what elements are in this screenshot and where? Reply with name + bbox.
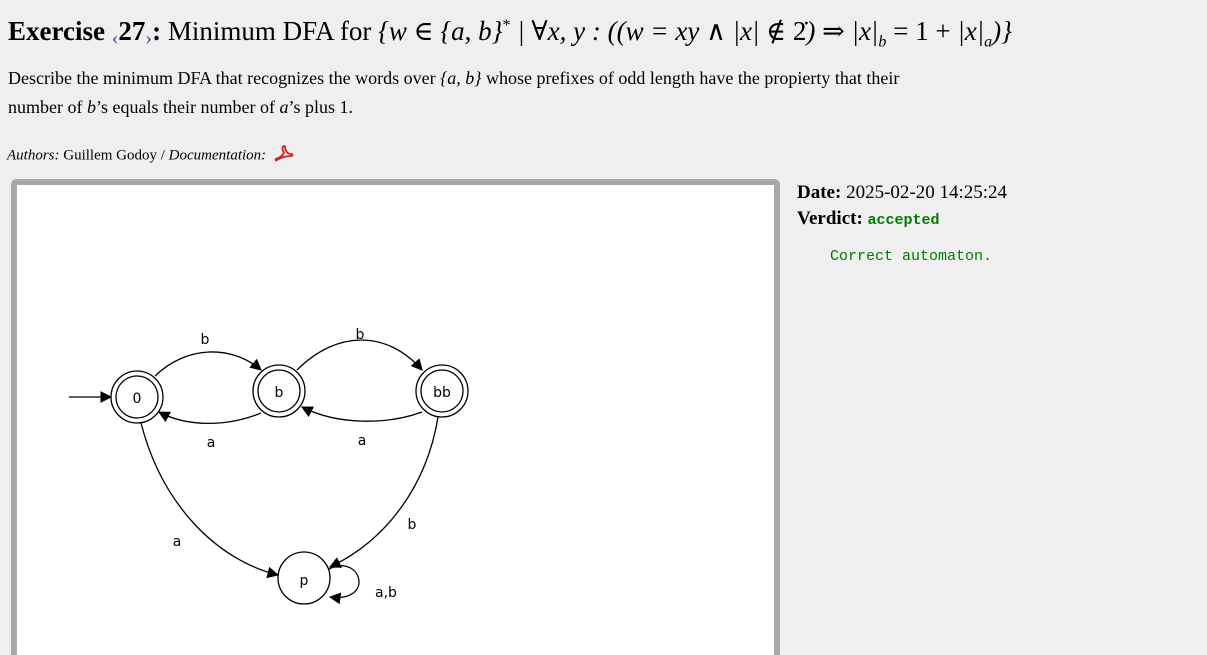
automaton-diagram: 0 b bb p b a b a a b a,b [69,327,469,605]
verdict-value: accepted [867,212,940,229]
exercise-description: Describe the minimum DFA that recognizes… [8,68,900,117]
documentation-label: Documentation: [168,147,267,164]
edge-p-loop [328,565,360,605]
svg-text:p: p [300,573,309,589]
edge-bb-to-p [328,416,439,568]
alphabet-math: {a, b} [440,68,482,88]
automaton-diagram-panel: 0 b bb p b a b a a b a,b [11,179,780,655]
state-p[interactable]: p [277,551,331,605]
edge-label-b-to-0: a [207,435,216,451]
state-0[interactable]: 0 [110,370,164,424]
date-label: Date: [797,182,842,203]
exercise-title-text: Minimum DFA for [167,16,372,46]
authors-line: Authors: Guillem Godoy / Documentation: [7,144,294,168]
exercise-title: Exercise ‹27›: Minimum DFA for {w ∈ {a, … [8,16,1012,51]
edge-b-to-bb [296,339,423,371]
svg-text:bb: bb [433,385,451,401]
svg-text:0: 0 [133,391,142,407]
date-row: Date: 2025-02-20 14:25:24 [797,180,1007,206]
edge-label-bb-to-b: a [358,433,367,449]
bracket-right: › [145,27,153,49]
exercise-number[interactable]: 27 [118,16,146,46]
submission-info: Date: 2025-02-20 14:25:24 Verdict: accep… [797,180,1007,234]
verdict-message: Correct automaton. [830,248,993,265]
pdf-documentation-icon[interactable] [274,144,294,168]
authors-label: Authors: [7,147,60,164]
edge-0-to-b [154,351,262,377]
edge-bb-to-b [300,406,423,422]
edge-label-p-loop: a,b [375,585,397,601]
svg-text:b: b [275,385,284,401]
date-value: 2025-02-20 14:25:24 [846,182,1008,203]
verdict-label: Verdict: [797,208,863,229]
edge-label-0-to-p: a [173,534,182,550]
state-b[interactable]: b [252,364,306,418]
edge-label-b-to-bb: b [356,327,365,343]
verdict-row: Verdict: accepted [797,206,1007,234]
edge-b-to-0 [157,411,262,424]
edge-0-to-p [140,422,280,579]
language-formula: {w ∈ {a, b}* | ∀x, y : ((w = xy ∧ |x| ∉ … [378,16,1012,51]
edge-label-bb-to-p: b [408,517,417,533]
exercise-label: Exercise [8,16,105,46]
state-bb[interactable]: bb [415,364,469,418]
author-name: Guillem Godoy [63,147,157,164]
edge-label-0-to-b: b [201,332,210,348]
bracket-left: ‹ [111,27,119,49]
